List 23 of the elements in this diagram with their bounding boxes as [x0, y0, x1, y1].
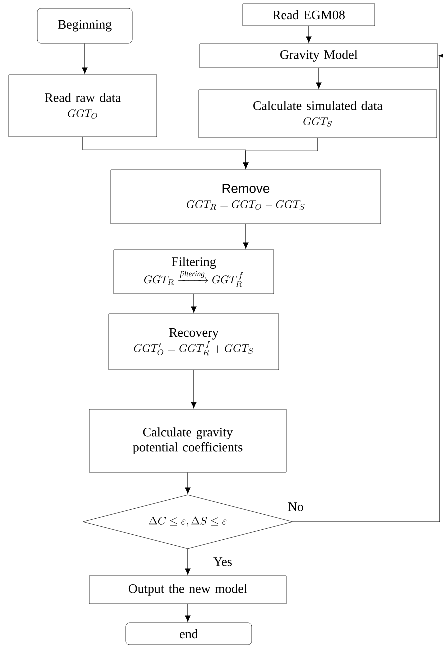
- arrow: [306, 26, 312, 44]
- process-box: Remove $GGT_{R}=GGT_{O}-GGT_{S}$: [110, 170, 382, 224]
- process-box: Calculate simulated data $GGT_{S}$: [198, 90, 438, 138]
- output-box: Output the new model: [89, 576, 287, 604]
- arrow: [191, 294, 197, 314]
- arrow: [185, 604, 191, 622]
- start-box: Beginning: [37, 8, 133, 44]
- process-box: Recovery $GGT'_{O}=GGT_{R}^{\,f}+GGT_{S}$: [108, 314, 280, 370]
- arrow: [185, 472, 191, 494]
- input-box: Read EGM08: [242, 4, 376, 26]
- process-box: Filtering $GGT_{R}\xrightarrow{\mathit{filtering}}GGT_{R}^{\,f}$: [114, 250, 274, 294]
- process-box: Gravity Model: [200, 44, 438, 68]
- process-box: Read raw data $GGT_{O}$: [8, 74, 158, 138]
- end-box: end: [126, 622, 252, 646]
- edge-label: Yes: [212, 556, 234, 568]
- arrow: [316, 68, 322, 90]
- arrow: [82, 43, 88, 74]
- arrow: [243, 224, 249, 250]
- arrow: [191, 370, 197, 409]
- arrow: [243, 138, 318, 170]
- process-box: Calculate gravity potential coefficients: [89, 409, 287, 473]
- arrow: [185, 548, 191, 575]
- arrow: [292, 53, 443, 522]
